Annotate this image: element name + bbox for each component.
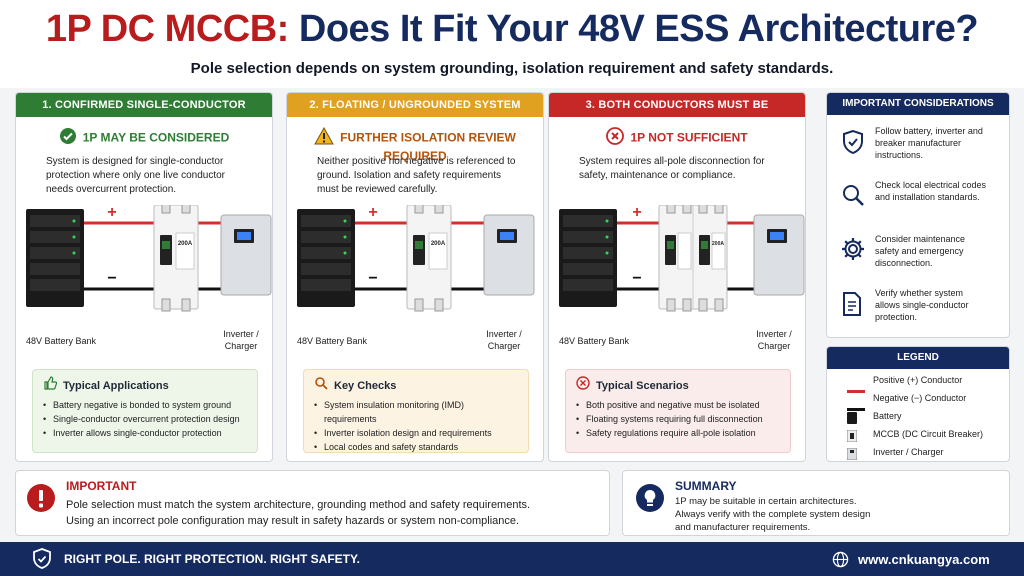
panel-description: System is designed for single-conductor … [46, 156, 225, 195]
thumbs-up-icon [43, 376, 58, 396]
battery-bank [559, 209, 617, 307]
legend-item: Inverter / Charger [827, 444, 1009, 461]
inverter-icon [846, 447, 858, 461]
plus-sign: + [368, 205, 377, 221]
legend-panel: LEGEND Positive (+) Conductor Negative (… [826, 346, 1010, 462]
wiring-diagram: 200A + − [549, 205, 805, 355]
shield-check-icon [841, 129, 865, 160]
minus-sign: − [632, 270, 641, 287]
status-line: 1P MAY BE CONSIDERED [16, 127, 272, 147]
x-circle-icon [606, 127, 625, 148]
panel-single-conductor: 1. CONFIRMED SINGLE-CONDUCTOR PROTECTION… [15, 92, 273, 462]
magnifier-icon [314, 376, 328, 396]
inverter-label: Inverter /Charger [486, 329, 522, 351]
check-circle-icon [59, 127, 77, 148]
battery-bank [26, 209, 84, 307]
summary-title: SUMMARY [675, 479, 737, 493]
panel-header: 3. BOTH CONDUCTORS MUST BE DISCONNECTED [549, 93, 805, 135]
status-line: FURTHER ISOLATION REVIEW REQUIRED [287, 126, 543, 163]
panel-header: 2. FLOATING / UNGROUNDED SYSTEM [287, 93, 543, 117]
panel-floating-system: 2. FLOATING / UNGROUNDED SYSTEM FURTHER … [286, 92, 544, 462]
panel-description: System requires all-pole disconnection f… [579, 156, 765, 181]
important-title: IMPORTANT [66, 479, 137, 493]
legend-item: Negative (−) Conductor [827, 390, 1009, 411]
wiring-diagram: 200A + − [16, 205, 272, 355]
lightbulb-icon [635, 483, 665, 518]
panel-header: 1. CONFIRMED SINGLE-CONDUCTOR PROTECTION [16, 93, 272, 135]
battery-label: 48V Battery Bank [26, 336, 97, 346]
panel-description: Neither positive nor negative is referen… [317, 156, 516, 195]
panel-both-conductors: 3. BOTH CONDUCTORS MUST BE DISCONNECTED … [548, 92, 806, 462]
alert-circle-icon [26, 483, 56, 518]
gear-icon [841, 237, 865, 266]
plus-sign: + [107, 205, 116, 221]
legend-item: Battery [827, 408, 1009, 426]
footer-bar: RIGHT POLE. RIGHT PROTECTION. RIGHT SAFE… [0, 542, 1024, 576]
x-circle-icon [576, 376, 590, 396]
considerations-title: IMPORTANT CONSIDERATIONS [827, 93, 1009, 115]
legend-title: LEGEND [827, 347, 1009, 369]
list-item: Safety regulations require all-pole isol… [576, 426, 780, 440]
website-link[interactable]: www.cnkuangya.com [858, 552, 990, 567]
mccb-breaker-2p: 200A [658, 205, 728, 312]
list-item: Inverter isolation design and requiremen… [314, 426, 518, 440]
key-checks-box: Key Checks System insulation monitoring … [303, 369, 529, 454]
plus-sign: + [632, 205, 641, 221]
important-notice: IMPORTANT Pole selection must match the … [15, 470, 610, 536]
positive-line-swatch [847, 380, 865, 398]
battery-label: 48V Battery Bank [297, 336, 368, 346]
inverter-charger [483, 214, 535, 296]
shield-check-icon [32, 548, 52, 575]
legend-item: Positive (+) Conductor [827, 372, 1009, 393]
list-item: Floating systems requiring full disconne… [576, 412, 780, 426]
list-item: Single-conductor overcurrent protection … [43, 412, 247, 426]
minus-sign: − [368, 270, 377, 287]
list-item: Local codes and safety standards [314, 440, 518, 454]
list-item: Inverter allows single-conductor protect… [43, 426, 247, 440]
list-item: Both positive and negative must be isola… [576, 398, 780, 412]
magnifier-icon [841, 183, 865, 212]
list-item: System insulation monitoring (IMD) requi… [314, 398, 518, 426]
minus-sign: − [107, 270, 116, 287]
battery-label: 48V Battery Bank [559, 336, 630, 346]
warning-triangle-icon [314, 126, 334, 148]
svg-text:200A: 200A [178, 241, 193, 247]
legend-item: MCCB (DC Circuit Breaker) [827, 426, 1009, 444]
page-subtitle: Pole selection depends on system groundi… [190, 60, 834, 77]
mccb-breaker: 200A [153, 205, 199, 312]
footer-slogan: RIGHT POLE. RIGHT PROTECTION. RIGHT SAFE… [64, 552, 361, 566]
svg-text:200A: 200A [431, 241, 446, 247]
inverter-charger [753, 214, 805, 296]
important-considerations-panel: IMPORTANT CONSIDERATIONS Follow battery,… [826, 92, 1010, 338]
summary-box: SUMMARY 1P may be suitable in certain ar… [622, 470, 1010, 536]
typical-scenarios-box: Typical Scenarios Both positive and nega… [565, 369, 791, 453]
battery-bank [297, 209, 355, 307]
globe-icon [832, 551, 849, 573]
battery-icon [847, 411, 857, 429]
header: 1P DC MCCB: Does It Fit Your 48V ESS Arc… [0, 0, 1024, 88]
status-line: 1P NOT SUFFICIENT [549, 127, 805, 147]
svg-text:200A: 200A [712, 241, 724, 247]
wiring-diagram: 200A + − [287, 205, 543, 355]
inverter-charger [220, 214, 272, 296]
mccb-breaker: 200A [406, 205, 452, 312]
list-item: Battery negative is bonded to system gro… [43, 398, 247, 412]
inverter-label: Inverter /Charger [223, 329, 259, 351]
page-title: 1P DC MCCB: Does It Fit Your 48V ESS Arc… [45, 8, 979, 50]
typical-applications-box: Typical Applications Battery negative is… [32, 369, 258, 453]
negative-line-swatch [847, 398, 865, 416]
inverter-label: Inverter /Charger [756, 329, 792, 351]
document-check-icon [841, 291, 863, 322]
